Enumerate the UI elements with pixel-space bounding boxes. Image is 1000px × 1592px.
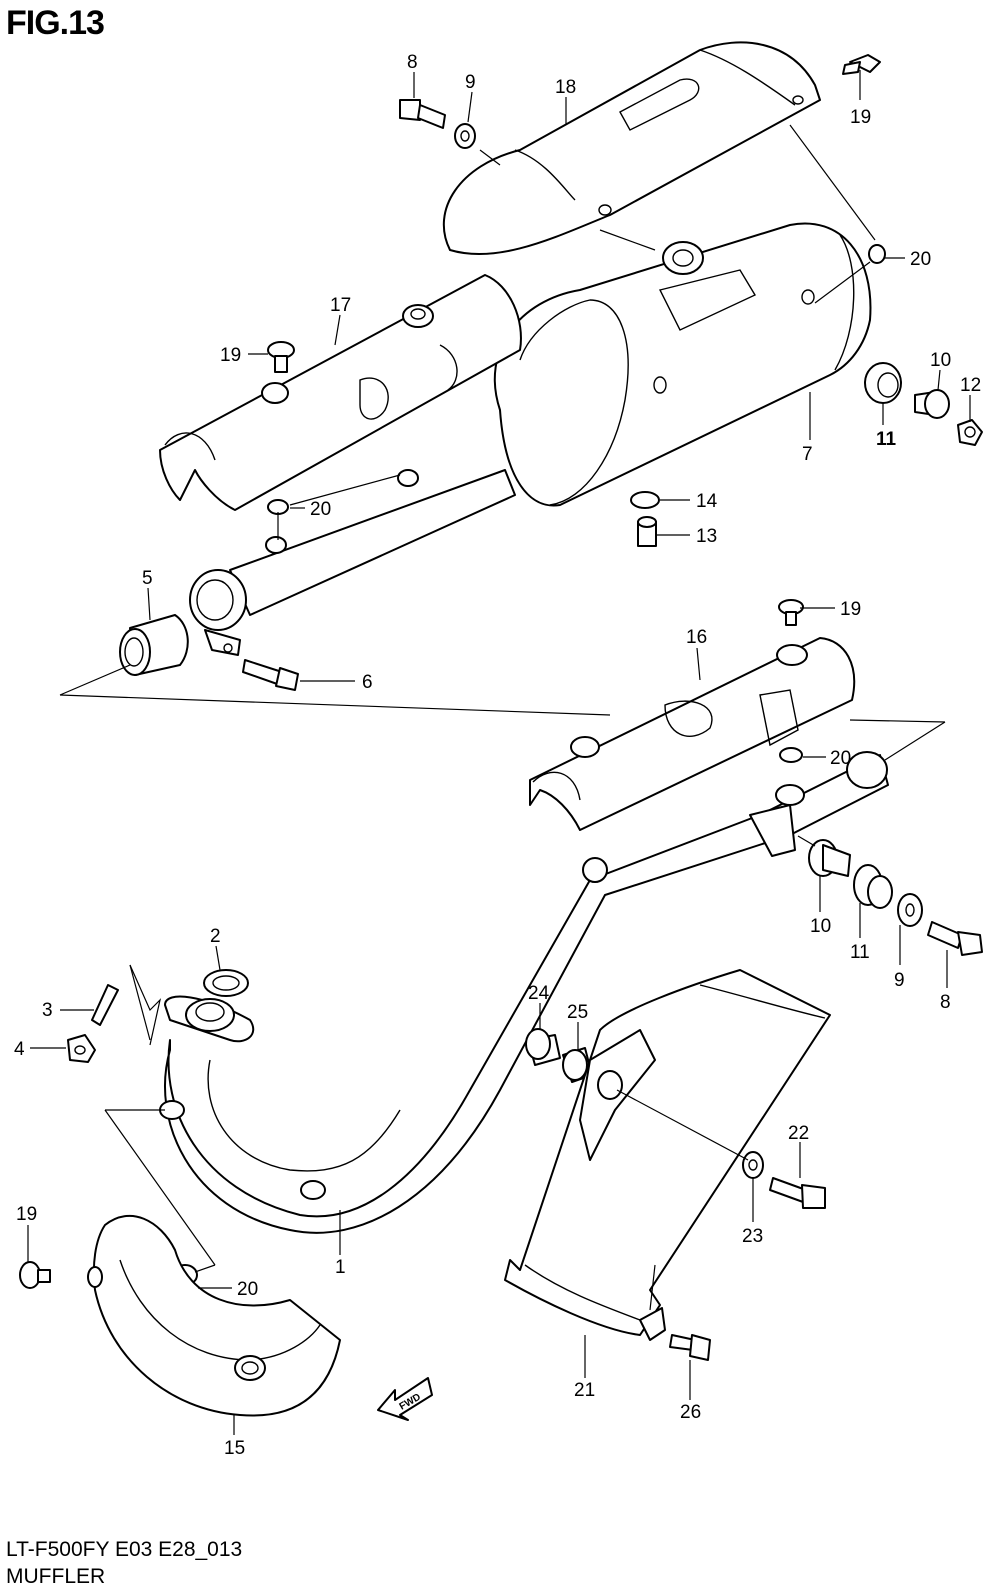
muffler-body-part-7[interactable] [493, 222, 872, 507]
callout-20: 20 [237, 1279, 258, 1300]
grommet-part-20-middle[interactable] [779, 747, 803, 763]
callout-10: 10 [810, 916, 831, 937]
callout-4: 4 [14, 1039, 25, 1060]
callout-20: 20 [910, 249, 931, 270]
screw-part-19-upper[interactable] [842, 54, 881, 75]
plug-part-13[interactable] [637, 516, 657, 547]
callout-8: 8 [407, 52, 418, 73]
gasket-sleeve-part-5[interactable] [119, 614, 189, 676]
callout-24: 24 [528, 983, 550, 1004]
screw-part-19-middle[interactable] [778, 599, 804, 626]
exhaust-pipe-part-1[interactable] [159, 751, 889, 1234]
collar-part-24[interactable] [525, 1028, 561, 1066]
callout-leaders [27, 70, 971, 1435]
callout-20: 20 [830, 748, 851, 769]
callout-22: 22 [788, 1123, 809, 1144]
heat-cover-part-17[interactable] [159, 274, 522, 511]
collar-part-10-lower[interactable] [808, 839, 851, 877]
washer-part-9-upper[interactable] [454, 123, 476, 149]
nut-part-4[interactable] [67, 1034, 96, 1063]
forward-direction-arrow: FWD [377, 1377, 433, 1421]
callout-10: 10 [930, 350, 951, 371]
exhaust-flange [164, 995, 255, 1043]
callout-12: 12 [960, 375, 981, 396]
callout-26: 26 [680, 1402, 701, 1423]
exhaust-inner-pipe [229, 469, 516, 616]
gasket-part-2[interactable] [203, 969, 249, 997]
bolt-part-22[interactable] [769, 1177, 826, 1209]
screw-part-19-left[interactable] [267, 341, 295, 373]
grommet-part-20-left[interactable] [267, 499, 289, 515]
bushing-part-11-lower[interactable] [853, 864, 893, 909]
washer-part-23[interactable] [742, 1151, 764, 1179]
washer-part-14[interactable] [630, 491, 660, 509]
callout-13: 13 [696, 526, 717, 547]
callout-9: 9 [465, 72, 476, 93]
callout-16: 16 [686, 627, 707, 648]
figure-title: FIG.13 [6, 4, 105, 42]
washer-part-9-lower[interactable] [897, 893, 923, 927]
diagram-code: LT-F500FY E03 E28_013 [6, 1538, 243, 1561]
callout-11: 11 [850, 942, 870, 963]
heat-cover-part-15[interactable] [87, 1214, 341, 1417]
bolt-part-8-upper[interactable] [399, 99, 446, 129]
callout-15: 15 [224, 1438, 245, 1459]
callout-19: 19 [220, 345, 241, 366]
bolt-part-6[interactable] [242, 659, 299, 691]
callout-5: 5 [142, 568, 153, 589]
callout-2: 2 [210, 926, 221, 947]
callout-25: 25 [567, 1002, 588, 1023]
pipe-joint [189, 569, 247, 656]
screw-part-19-lower[interactable] [19, 1261, 51, 1289]
heat-cover-part-16[interactable] [529, 637, 856, 831]
callout-19: 19 [850, 107, 871, 128]
bolt-part-26[interactable] [669, 1334, 711, 1361]
callout-18: 18 [555, 77, 576, 98]
grommet-part-20-upper[interactable] [868, 244, 886, 264]
callout-8: 8 [940, 992, 951, 1013]
collar-part-10-upper[interactable] [914, 389, 950, 419]
bolt-part-8-lower[interactable] [927, 921, 983, 956]
callout-19: 19 [16, 1204, 37, 1225]
callout-7: 7 [802, 444, 813, 465]
callout-14: 14 [696, 491, 718, 512]
callout-labels: 8 9 18 19 20 17 19 10 12 11 7 14 13 20 5… [14, 52, 981, 1459]
diagram-name: MUFFLER [6, 1565, 106, 1588]
callout-3: 3 [42, 1000, 53, 1021]
callout-20: 20 [310, 499, 331, 520]
nut-part-12[interactable] [957, 419, 983, 446]
stud-part-3[interactable] [91, 984, 119, 1026]
bushing-part-11-upper[interactable] [864, 362, 902, 404]
reference-lines [59, 124, 946, 1311]
muffler-cover-part-18[interactable] [442, 41, 821, 255]
callout-1: 1 [335, 1257, 346, 1278]
callout-23: 23 [742, 1226, 763, 1247]
callout-9: 9 [894, 970, 905, 991]
callout-6: 6 [362, 672, 373, 693]
callout-17: 17 [330, 295, 351, 316]
callout-19: 19 [840, 599, 861, 620]
callout-21: 21 [574, 1380, 595, 1401]
heat-shield-part-21[interactable] [504, 969, 831, 1341]
callout-11: 11 [876, 429, 897, 450]
